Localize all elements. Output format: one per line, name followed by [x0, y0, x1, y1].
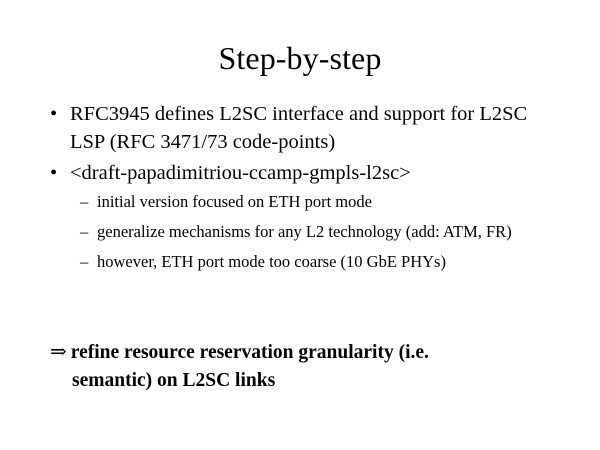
slide-title: Step-by-step: [218, 40, 382, 77]
bullet-text: <draft-papadimitriou-ccamp-gmpls-l2sc>: [70, 162, 411, 184]
bullet-marker-icon: •: [50, 162, 58, 184]
conclusion-line-1: refine resource reservation granularity …: [70, 342, 429, 363]
sub-bullet-item-2: – generalize mechanisms for any L2 techn…: [0, 220, 600, 244]
bullet-marker-icon: •: [50, 103, 58, 125]
slide-body: • RFC3945 defines L2SC interface and sup…: [0, 100, 600, 280]
dash-marker-icon: –: [80, 192, 89, 211]
dash-marker-icon: –: [80, 222, 89, 241]
dash-marker-icon: –: [80, 252, 89, 271]
sub-bullet-item-3: – however, ETH port mode too coarse (10 …: [0, 250, 600, 274]
bullet-text: RFC3945 defines L2SC interface and suppo…: [70, 103, 528, 153]
sub-bullet-item-1: – initial version focused on ETH port mo…: [0, 190, 600, 214]
sub-bullet-text: however, ETH port mode too coarse (10 Gb…: [97, 252, 446, 271]
double-right-arrow-icon: ⇒: [50, 341, 67, 363]
bullet-item-2: • <draft-papadimitriou-ccamp-gmpls-l2sc>: [0, 159, 600, 187]
sub-bullet-text: generalize mechanisms for any L2 technol…: [97, 222, 512, 241]
conclusion-block: ⇒refine resource reservation granularity…: [0, 338, 600, 395]
bullet-item-1: • RFC3945 defines L2SC interface and sup…: [0, 100, 600, 156]
sub-bullet-text: initial version focused on ETH port mode: [97, 192, 372, 211]
conclusion-line-2: semantic) on L2SC links: [72, 370, 276, 391]
